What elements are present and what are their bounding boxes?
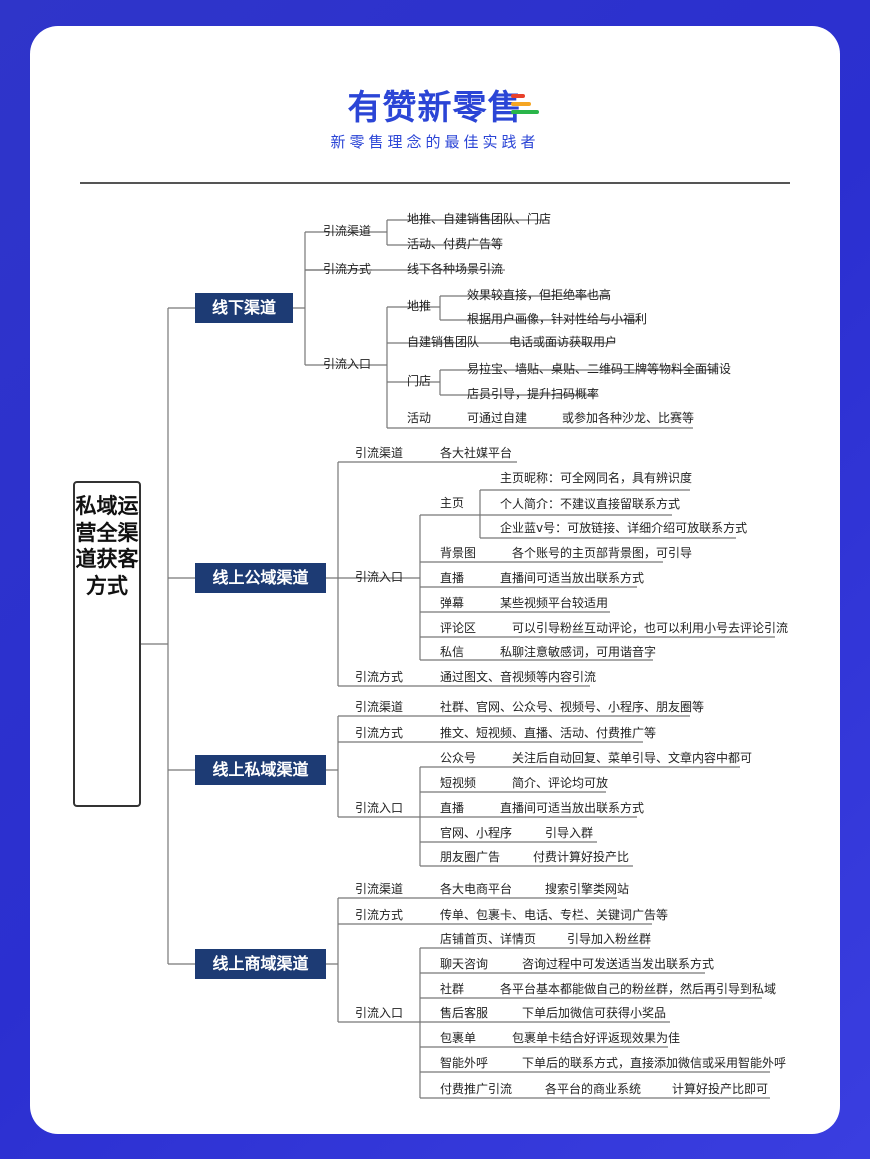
node-label: 地推 <box>407 299 432 313</box>
root-node: 私域运营全渠道获客方式 <box>73 481 141 807</box>
node-label: 可以引导粉丝互动评论，也可以利用小号去评论引流 <box>512 621 789 635</box>
node-label: 各平台基本都能做自己的粉丝群，然后再引导到私域 <box>500 982 777 996</box>
node-label: 下单后加微信可获得小奖品 <box>522 1006 667 1020</box>
node-label: 引流方式 <box>355 908 404 922</box>
node-label: 易拉宝、墙贴、桌贴、二维码工牌等物料全面铺设 <box>467 362 732 376</box>
node-label: 引流入口 <box>355 1006 404 1020</box>
node-label: 线下各种场景引流 <box>407 262 504 276</box>
node-label: 背景图 <box>440 546 477 560</box>
node-label: 社群、官网、公众号、视频号、小程序、朋友圈等 <box>440 700 705 714</box>
content-card <box>30 26 840 1134</box>
node-label: 直播间可适当放出联系方式 <box>500 571 645 585</box>
node-label: 公众号 <box>440 751 477 765</box>
brand-subtitle: 新零售理念的最佳实践者 <box>330 133 540 151</box>
node-label: 活动、付费广告等 <box>407 237 504 251</box>
node-label: 引流渠道 <box>355 446 404 460</box>
node-label: 引流方式 <box>355 726 404 740</box>
node-label: 包裹单 <box>440 1031 477 1045</box>
node-label: 企业蓝v号：可放链接、详细介绍可放联系方式 <box>500 521 748 535</box>
branch-online-private: 线上私域渠道 <box>195 755 326 785</box>
node-label: 引流入口 <box>355 570 404 584</box>
node-label: 某些视频平台较适用 <box>500 596 609 610</box>
header-divider <box>80 182 790 184</box>
node-label: 私聊注意敏感词，可用谐音字 <box>500 645 657 659</box>
node-label: 地推、自建销售团队、门店 <box>407 212 552 226</box>
node-label: 关注后自动回复、菜单引导、文章内容中都可 <box>512 751 753 765</box>
node-label: 根据用户画像，针对性给与小福利 <box>467 312 648 326</box>
node-label: 引流入口 <box>323 357 372 371</box>
brand-title: 有赞新零售 <box>347 88 523 128</box>
node-label: 社群 <box>440 982 465 996</box>
node-label: 引流渠道 <box>355 882 404 896</box>
branch-online-public: 线上公域渠道 <box>195 563 326 593</box>
node-label: 主页 <box>440 496 465 510</box>
node-label: 评论区 <box>440 621 477 635</box>
node-label: 弹幕 <box>440 596 465 610</box>
node-label: 引流入口 <box>355 801 404 815</box>
node-label: 下单后的联系方式，直接添加微信或采用智能外呼 <box>522 1056 787 1070</box>
node-label: 引流方式 <box>323 262 372 276</box>
node-label: 直播 <box>440 571 465 585</box>
node-label: 或参加各种沙龙、比赛等 <box>562 411 695 425</box>
node-label: 计算好投产比即可 <box>672 1082 769 1096</box>
node-label: 推文、短视频、直播、活动、付费推广等 <box>440 726 657 740</box>
node-label: 各大社媒平台 <box>440 446 513 460</box>
node-label: 直播 <box>440 801 465 815</box>
node-label: 引流渠道 <box>323 224 372 238</box>
node-label: 主页昵称：可全网同名，具有辨识度 <box>500 471 693 485</box>
node-label: 引导加入粉丝群 <box>567 932 652 946</box>
node-label: 智能外呼 <box>440 1056 489 1070</box>
node-label: 聊天咨询 <box>440 957 489 971</box>
node-label: 直播间可适当放出联系方式 <box>500 801 645 815</box>
node-label: 效果较直接，但拒绝率也高 <box>467 288 612 302</box>
node-label: 店铺首页、详情页 <box>440 932 537 946</box>
node-label: 短视频 <box>440 776 477 790</box>
node-label: 引流渠道 <box>355 700 404 714</box>
node-label: 朋友圈广告 <box>440 850 501 864</box>
node-label: 引流方式 <box>355 670 404 684</box>
node-label: 售后客服 <box>440 1006 489 1020</box>
branch-offline: 线下渠道 <box>195 293 293 323</box>
node-label: 咨询过程中可发送适当发出联系方式 <box>522 957 715 971</box>
node-label: 各平台的商业系统 <box>545 1082 642 1096</box>
node-label: 各个账号的主页部背景图，可引导 <box>512 546 693 560</box>
node-label: 搜索引擎类网站 <box>545 882 630 896</box>
node-label: 活动 <box>407 411 432 425</box>
node-label: 包裹单卡结合好评返现效果为佳 <box>512 1031 681 1045</box>
brand-logo-mark-icon <box>511 92 539 118</box>
node-label: 引导入群 <box>545 826 594 840</box>
branch-online-commerce: 线上商域渠道 <box>195 949 326 979</box>
node-label: 简介、评论均可放 <box>512 776 609 790</box>
node-label: 店员引导，提升扫码概率 <box>467 387 600 401</box>
node-label: 自建销售团队 <box>407 335 480 349</box>
node-label: 传单、包裹卡、电话、专栏、关键词广告等 <box>440 908 669 922</box>
root-title: 私域运营全渠道获客方式 <box>75 494 139 598</box>
node-label: 付费计算好投产比 <box>533 850 630 864</box>
node-label: 官网、小程序 <box>440 826 513 840</box>
node-label: 付费推广引流 <box>440 1082 513 1096</box>
node-label: 电话或面访获取用户 <box>509 335 618 349</box>
node-label: 通过图文、音视频等内容引流 <box>440 670 597 684</box>
node-label: 个人简介：不建议直接留联系方式 <box>500 497 681 511</box>
node-label: 可通过自建 <box>467 411 528 425</box>
node-label: 私信 <box>440 645 465 659</box>
node-label: 各大电商平台 <box>440 882 513 896</box>
node-label: 门店 <box>407 374 432 388</box>
